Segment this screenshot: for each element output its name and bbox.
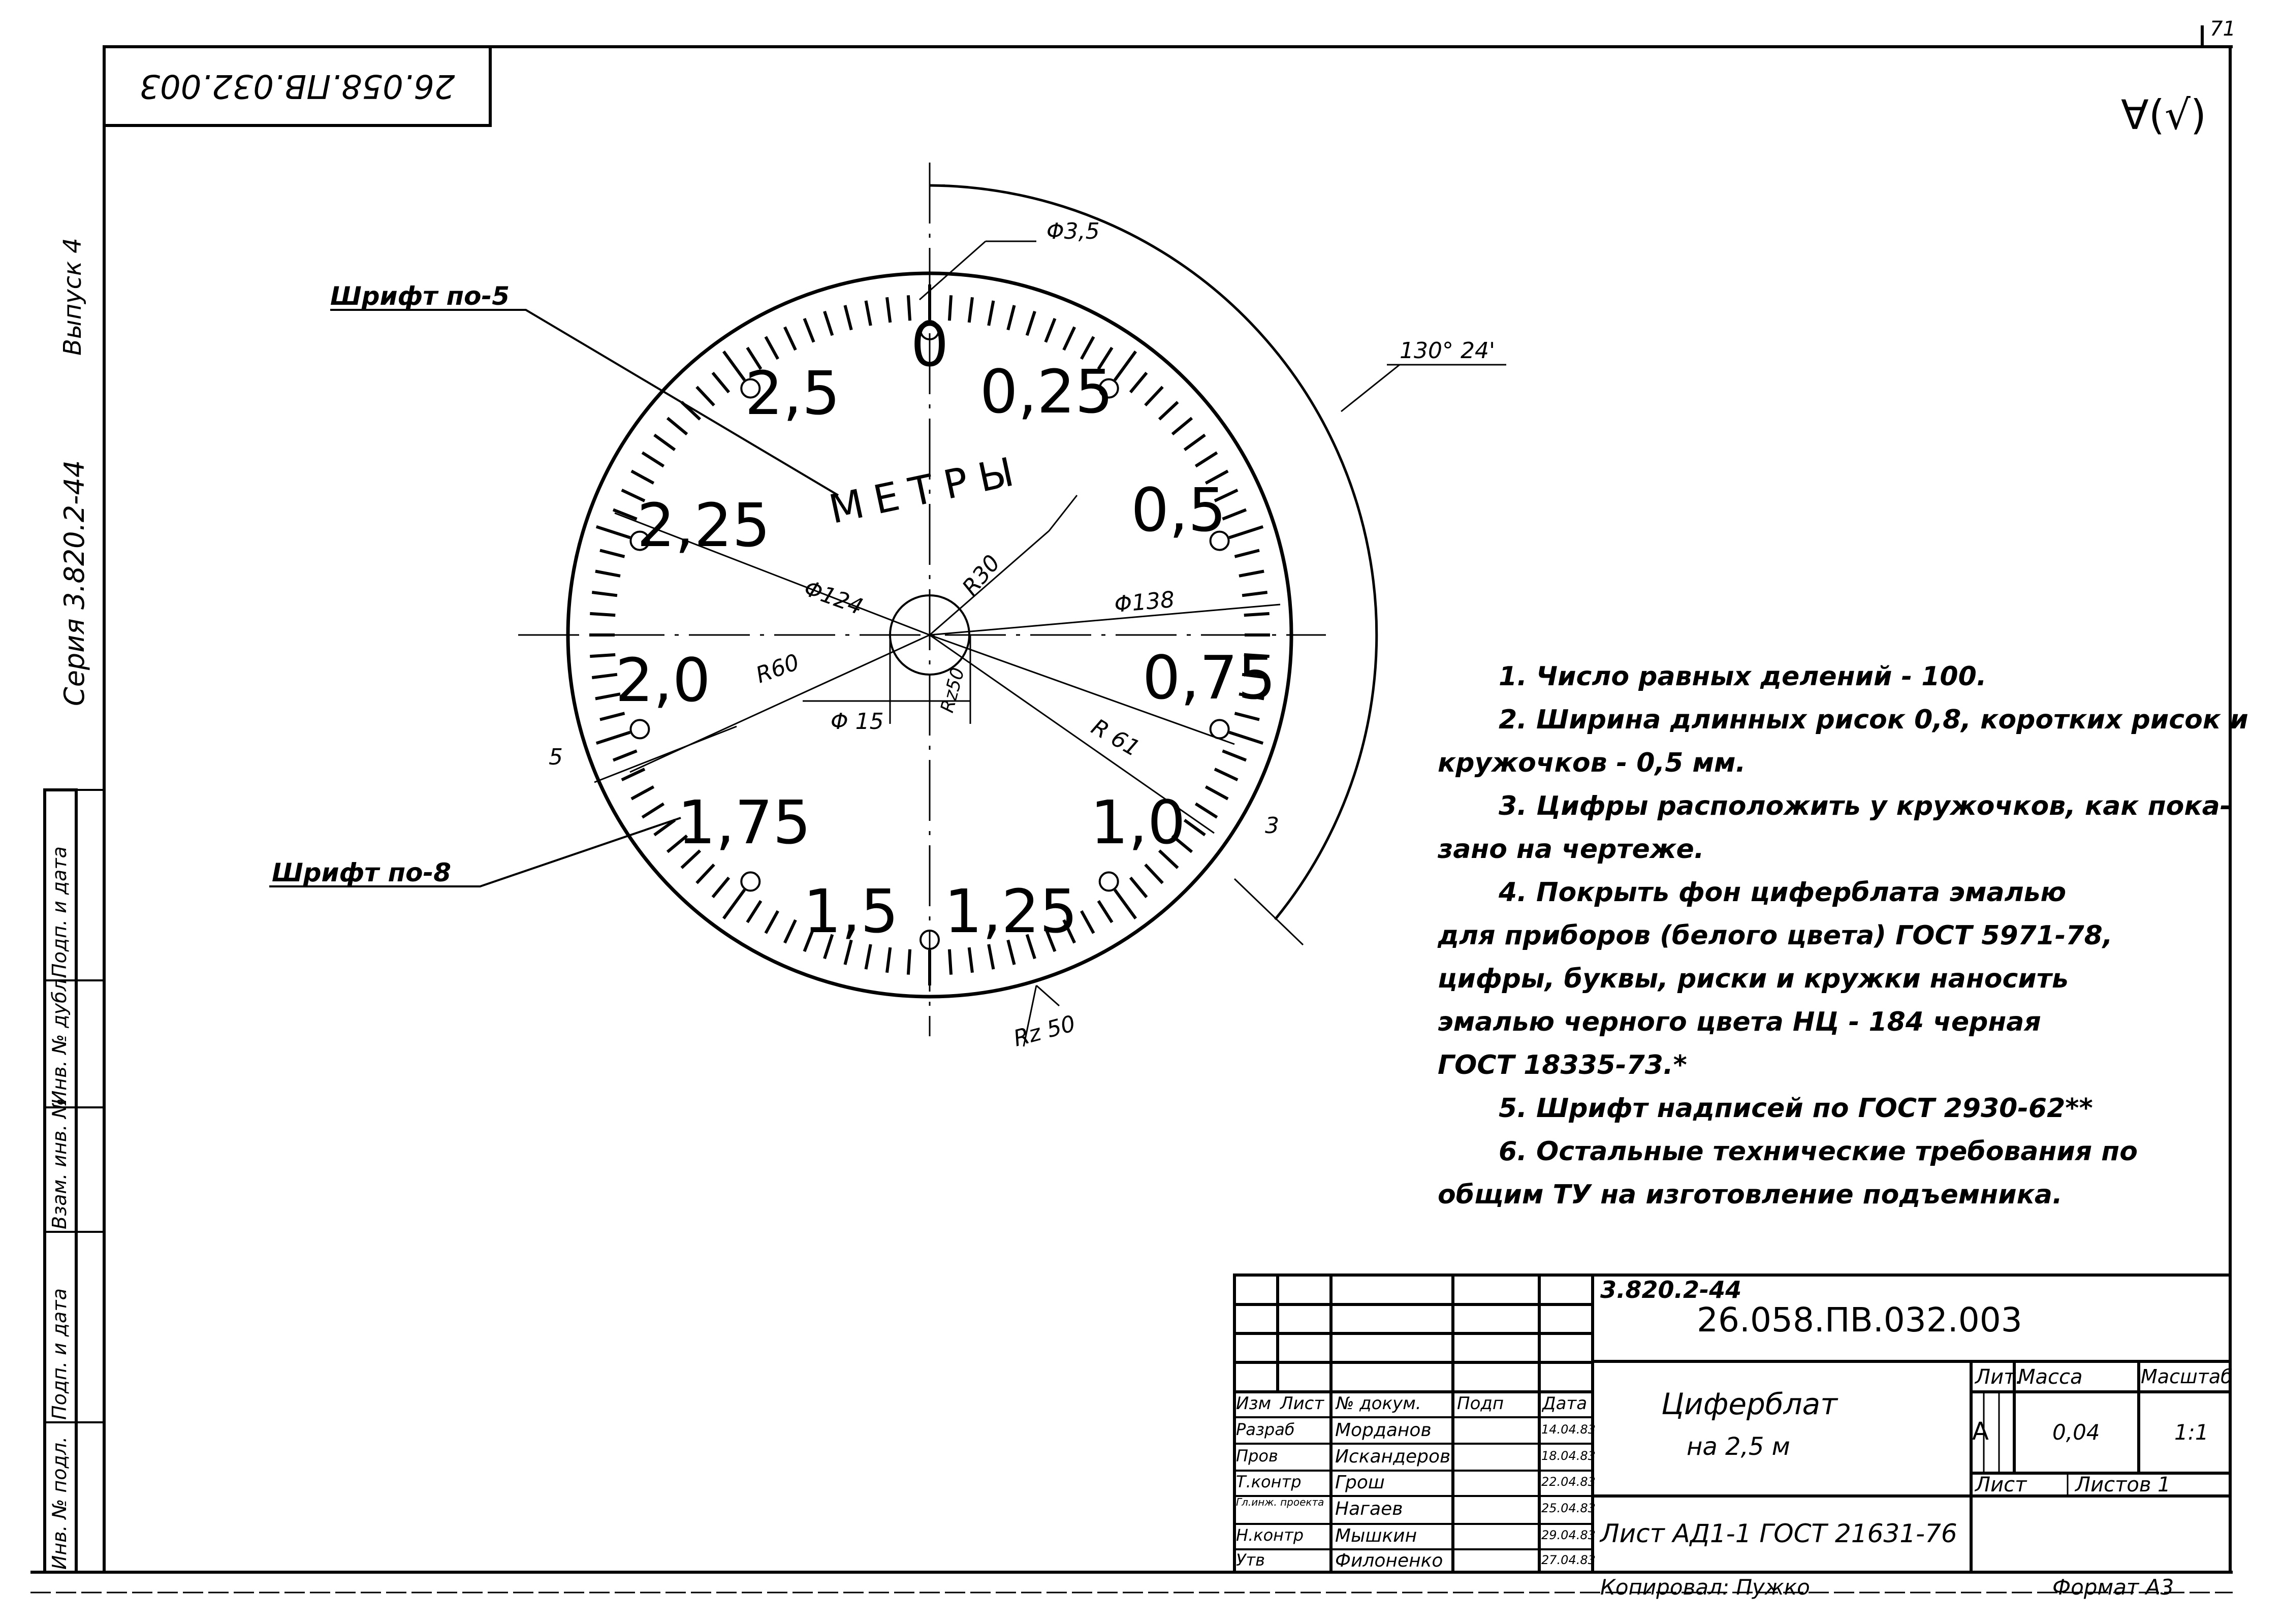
tb-name-5: Филоненко bbox=[1335, 1550, 1443, 1571]
issue-label: Выпуск 4 bbox=[58, 238, 87, 356]
tb-header-sign: Подп bbox=[1457, 1393, 1504, 1414]
note-4-cont-1: для приборов (белого цвета) ГОСТ 5971-78… bbox=[1438, 920, 2113, 951]
tb-date-2: 22.04.83 bbox=[1541, 1475, 1596, 1489]
dial-number-2-25: 2,25 bbox=[637, 490, 771, 560]
note-1: 1. Число равных делений - 100. bbox=[1499, 661, 1987, 692]
callout-font-5: Шрифт по-5 bbox=[330, 281, 510, 311]
page-number: 71 bbox=[2210, 17, 2236, 41]
note-4: 4. Покрыть фон циферблата эмалью bbox=[1499, 877, 2067, 908]
dial-number-1-0: 1,0 bbox=[1090, 787, 1186, 857]
tb-series-code: 3.820.2-44 bbox=[1600, 1276, 1742, 1303]
dim-d138: Φ138 bbox=[1114, 587, 1176, 618]
dim-3: 3 bbox=[1265, 813, 1279, 839]
tb-name-0: Морданов bbox=[1335, 1420, 1432, 1441]
dial-number-2-5: 2,5 bbox=[745, 358, 840, 428]
tb-date-3: 25.04.83 bbox=[1541, 1501, 1596, 1515]
tb-header-scale: Масштаб bbox=[2141, 1365, 2233, 1388]
tb-role-3: Гл.инж. проекта bbox=[1236, 1496, 1324, 1508]
unit-label: МЕТРЫ bbox=[825, 447, 1028, 533]
tb-material: Лист АД1-1 ГОСТ 21631-76 bbox=[1600, 1519, 1957, 1548]
note-2: 2. Ширина длинных рисок 0,8, коротких ри… bbox=[1499, 705, 2248, 735]
note-6: 6. Остальные технические требования по bbox=[1499, 1136, 2138, 1167]
dial-number-2-0: 2,0 bbox=[615, 645, 711, 715]
note-3: 3. Цифры расположить у кружочков, как по… bbox=[1499, 791, 2231, 821]
tb-date-4: 29.04.83 bbox=[1541, 1528, 1596, 1542]
tb-header-list: Лист bbox=[1280, 1393, 1324, 1414]
top-stamp-designation: 26.058.ПВ.032.003 bbox=[139, 67, 455, 105]
note-4-cont-2: цифры, буквы, риски и кружки наносить bbox=[1438, 964, 2069, 994]
tb-sheets-label: Листов 1 bbox=[2075, 1473, 2171, 1496]
tb-format: Формат А3 bbox=[2052, 1575, 2174, 1600]
dim-rz50-outer: Rz 50 bbox=[1011, 1010, 1079, 1052]
technical-notes: 1. Число равных делений - 100. 2. Ширина… bbox=[1438, 655, 2250, 1217]
tb-name-1: Искандеров bbox=[1335, 1446, 1451, 1467]
tb-header-mass: Масса bbox=[2018, 1365, 2083, 1389]
dial-number-0-75: 0,75 bbox=[1143, 643, 1276, 713]
tb-role-1: Пров bbox=[1236, 1446, 1278, 1466]
dial-number-0: 0 bbox=[910, 310, 948, 380]
stamp-replace-inv: Взам. инв. № bbox=[48, 1098, 71, 1229]
note-3-cont: зано на чертеже. bbox=[1438, 834, 1704, 865]
dim-hole-dia: Φ3,5 bbox=[1047, 218, 1100, 244]
tb-name-4: Мышкин bbox=[1335, 1525, 1417, 1546]
note-4-cont-3: эмалью черного цвета НЦ - 184 черная bbox=[1438, 1007, 2041, 1037]
roughness-mark: ∀(√) bbox=[2121, 91, 2207, 139]
dial-number-1-75: 1,75 bbox=[678, 787, 811, 857]
tb-role-2: Т.контр bbox=[1236, 1472, 1302, 1491]
dial-number-1-25: 1,25 bbox=[944, 876, 1078, 946]
tb-scale-value: 1:1 bbox=[2174, 1420, 2209, 1445]
stamp-dup-inv: Инв. № дубл. bbox=[48, 973, 71, 1105]
dim-r30: R30 bbox=[957, 550, 1005, 600]
tb-lit-value: А bbox=[1972, 1417, 1989, 1446]
note-2-cont: кружочков - 0,5 мм. bbox=[1438, 748, 1746, 778]
dim-5: 5 bbox=[549, 744, 563, 770]
tb-date-5: 27.04.83 bbox=[1541, 1553, 1596, 1567]
stamp-orig-inv: Инв. № подл. bbox=[48, 1436, 71, 1570]
note-4-cont-4: ГОСТ 18335-73.* bbox=[1438, 1050, 1687, 1080]
dim-r60: R60 bbox=[752, 649, 803, 689]
tb-mass-value: 0,04 bbox=[2052, 1420, 2100, 1445]
callout-font-8: Шрифт по-8 bbox=[272, 858, 451, 887]
tb-header-lit: Лит. bbox=[1975, 1365, 2022, 1389]
note-6-cont: общим ТУ на изготовление подъемника. bbox=[1438, 1180, 2063, 1210]
dim-d124: Φ124 bbox=[801, 575, 866, 620]
tb-role-5: Утв bbox=[1236, 1550, 1265, 1570]
tb-name-line2: на 2,5 м bbox=[1687, 1432, 1790, 1461]
tb-role-0: Разраб bbox=[1236, 1420, 1295, 1439]
stamp-sign-date-1: Подп. и дата bbox=[48, 846, 71, 978]
tb-role-4: Н.контр bbox=[1236, 1525, 1304, 1545]
note-5: 5. Шрифт надписей по ГОСТ 2930-62** bbox=[1499, 1093, 2093, 1124]
tb-copied-by: Копировал: Пужко bbox=[1600, 1575, 1810, 1600]
tb-name-line1: Циферблат bbox=[1661, 1387, 1837, 1421]
tb-name-3: Нагаев bbox=[1335, 1499, 1403, 1519]
series-label: Серия 3.820.2-44 bbox=[58, 460, 90, 706]
dim-r61: R 61 bbox=[1087, 714, 1145, 761]
dial-number-0-25: 0,25 bbox=[980, 357, 1114, 427]
dial-number-0-5: 0,5 bbox=[1131, 475, 1226, 545]
tb-date-0: 14.04.83 bbox=[1541, 1422, 1596, 1437]
tb-header-date: Дата bbox=[1542, 1393, 1588, 1414]
dim-angle: 130° 24' bbox=[1400, 338, 1495, 364]
tb-name-2: Грош bbox=[1335, 1472, 1385, 1493]
dial-number-1-5: 1,5 bbox=[803, 876, 899, 946]
stamp-sign-date-2: Подп. и дата bbox=[48, 1288, 71, 1420]
tb-designation: 26.058.ПВ.032.003 bbox=[1697, 1300, 2022, 1340]
tb-sheet-label: Лист bbox=[1975, 1473, 2027, 1496]
tb-header-izm: Изм bbox=[1236, 1393, 1272, 1414]
tb-header-docno: № докум. bbox=[1336, 1393, 1421, 1414]
tb-date-1: 18.04.83 bbox=[1541, 1449, 1596, 1463]
dim-d15: Φ 15 bbox=[831, 709, 884, 735]
